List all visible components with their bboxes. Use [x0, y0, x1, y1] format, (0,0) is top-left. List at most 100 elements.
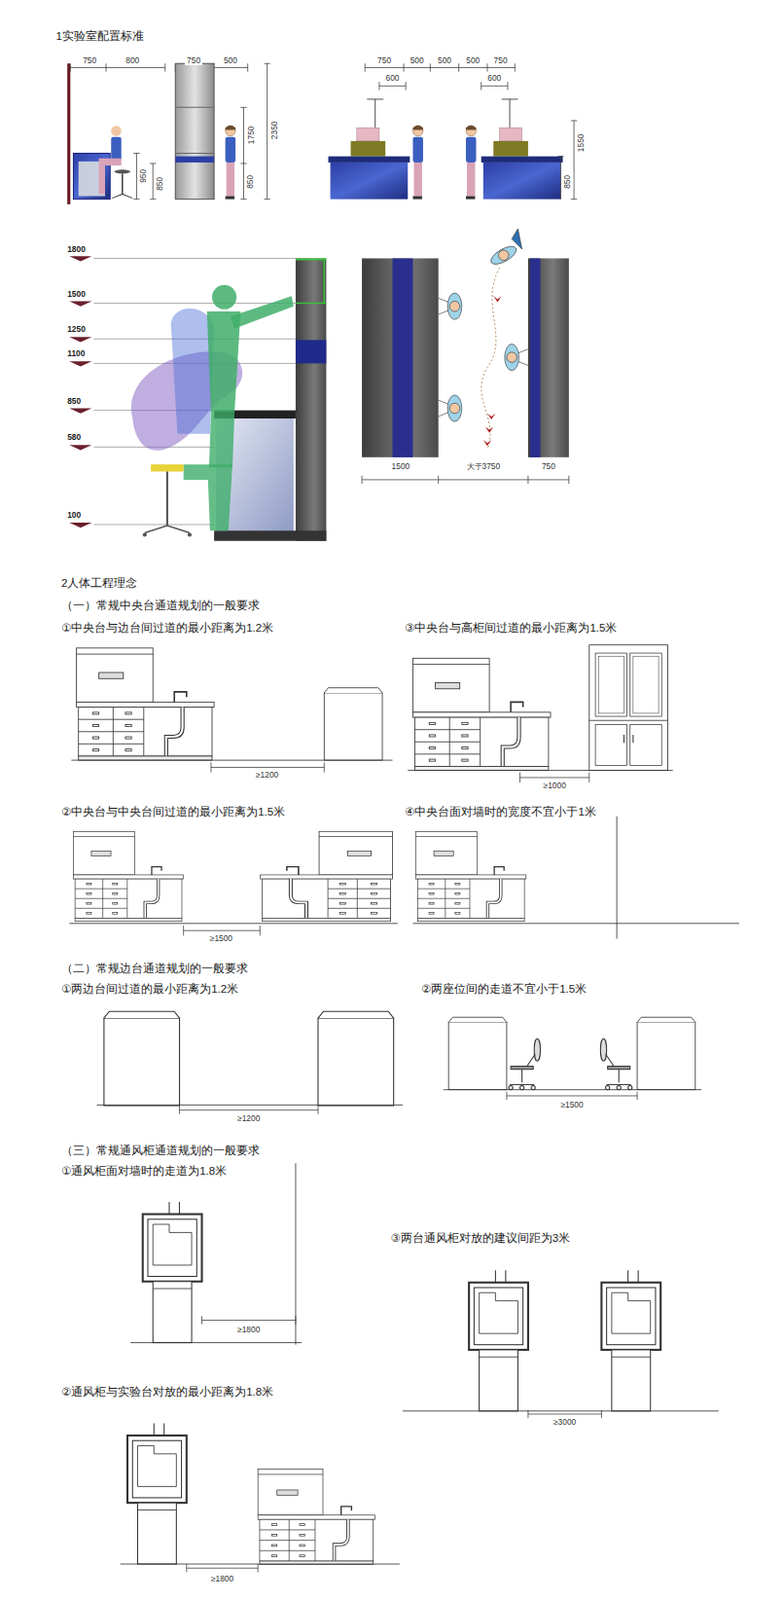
section-title: 2人体工程理念 [61, 576, 138, 590]
tall-cabinet-figure-part [175, 156, 214, 163]
height-ergonomics-part-part [69, 522, 92, 528]
aisle-plan-part [483, 295, 502, 446]
requirement-heading: ①中央台与边台间过道的最小距离为1.2米 [61, 621, 274, 635]
dimension-label: 850 [563, 173, 573, 191]
aisle-plan-part [392, 257, 414, 457]
aisle-plan-part-part [483, 439, 492, 446]
dimension-label: ≥1200 [253, 770, 281, 781]
aisle-plan-part-part [493, 295, 501, 302]
height-ergonomics-part [144, 525, 190, 533]
central-bench-figure-part [481, 156, 564, 163]
requirement-heading: ④中央台面对墙时的宽度不宜小于1米 [404, 805, 597, 819]
central-to-tall-cabinet-part [630, 723, 662, 765]
dimension-label: 500 [221, 56, 240, 67]
side-to-side-bench [97, 1010, 403, 1114]
section-heading: （二）常规边台通道规划的一般要求 [61, 962, 249, 975]
hood-to-hood-part [468, 1269, 529, 1411]
central-to-tall-cabinet-part [598, 655, 624, 713]
central-bench-figure-part [509, 99, 511, 128]
central-to-tall-cabinet-part [623, 734, 625, 743]
central-bench-figure-part [330, 162, 409, 200]
central-bench-figure-part [483, 162, 562, 200]
requirement-heading: ①通风柜面对墙时的走道为1.8米 [61, 1164, 227, 1177]
central-to-central-part [72, 830, 183, 921]
seat-aisle-part [448, 1016, 507, 1089]
hood-to-wall [130, 1162, 302, 1345]
hood-to-hood-part [601, 1269, 661, 1411]
hood-to-wall-part [202, 1315, 296, 1323]
central-to-side-bench-part [76, 647, 214, 760]
seat-aisle-part [600, 1037, 632, 1089]
dimension-label: 大于3750 [464, 462, 503, 472]
height-ergonomics-part-part [69, 336, 92, 342]
dimension-label: 750 [80, 56, 99, 67]
dimension-label: 800 [123, 56, 142, 67]
seated-workbench-part [121, 173, 124, 194]
seated-workbench-part [113, 169, 131, 174]
requirement-heading: ③中央台与高柜间过道的最小距离为1.5米 [404, 621, 617, 635]
aisle-plan-part-part [506, 352, 517, 362]
central-to-tall-cabinet-part [630, 652, 662, 716]
aisle-plan-part-part [517, 349, 528, 366]
hood-to-bench-part [120, 1563, 400, 1565]
central-bench-figure-part [374, 99, 376, 128]
central-to-tall-cabinet-part [589, 644, 669, 771]
dimension-label: ≥1500 [558, 1100, 585, 1110]
height-ergonomics-part-part [69, 444, 92, 450]
seated-workbench-part [67, 63, 71, 205]
central-to-tall-cabinet-part [589, 719, 669, 721]
aisle-plan-part-part [487, 413, 496, 420]
central-to-tall-cabinet-part [632, 734, 634, 743]
central-to-tall-cabinet [407, 644, 674, 783]
height-mark: 850 [67, 396, 81, 407]
height-mark: 100 [67, 510, 81, 521]
dimension-label: 1500 [390, 462, 413, 472]
height-ergonomics-part [166, 471, 169, 527]
height-ergonomics-part [183, 463, 233, 531]
dimension-label: 750 [184, 56, 203, 67]
seated-workbench [67, 63, 166, 205]
requirement-heading: ②中央台与中央台间过道的最小距离为1.5米 [61, 805, 286, 819]
hood-to-bench-part [127, 1422, 187, 1564]
section-title: 1实验室配置标准 [56, 30, 144, 43]
aisle-plan-part-part [438, 297, 449, 315]
central-to-wall [412, 816, 739, 939]
height-mark: 1250 [67, 324, 86, 335]
side-to-side-bench-part [104, 1010, 180, 1105]
central-bench-figure-part [499, 127, 523, 142]
section-heading: （一）常规中央台通道规划的一般要求 [61, 599, 260, 612]
central-to-tall-cabinet-part [595, 652, 627, 716]
height-ergonomics-part [323, 257, 326, 303]
dimension-label: 500 [408, 56, 427, 67]
aisle-plan-part-part [449, 402, 460, 413]
requirement-heading: ②两座位间的走道不宜小于1.5米 [421, 982, 587, 996]
hood-to-bench [120, 1422, 400, 1571]
height-ergonomics [69, 255, 326, 540]
central-bench-figure-part [379, 81, 508, 90]
central-bench-figure-part [493, 141, 529, 157]
dimension-label: 600 [384, 73, 402, 84]
height-ergonomics-part [142, 532, 147, 536]
height-mark: 1800 [67, 245, 86, 255]
side-to-side-bench-part [318, 1010, 394, 1105]
central-to-wall-part [416, 830, 527, 921]
dimension-label: ≥1500 [208, 933, 235, 944]
seat-aisle-part [506, 1091, 638, 1100]
dimension-label: 600 [485, 73, 503, 84]
central-to-tall-cabinet-part [633, 655, 659, 713]
hood-to-bench-part [257, 1468, 375, 1565]
hood-to-hood-part [402, 1409, 719, 1411]
aisle-plan-part-part [498, 249, 509, 260]
seated-workbench-part [78, 161, 106, 197]
height-ergonomics-part [295, 302, 326, 305]
seat-aisle [443, 1016, 702, 1100]
dimension-label: 950 [139, 166, 149, 184]
height-ergonomics-part [295, 257, 326, 260]
seated-workbench-part [110, 137, 121, 161]
central-bench-figure-part [351, 141, 387, 157]
seated-workbench-part [111, 193, 133, 198]
height-mark: 1100 [67, 349, 85, 359]
height-ergonomics-part-part [69, 300, 92, 306]
height-ergonomics-part-part [93, 302, 296, 304]
central-to-tall-cabinet-part [407, 769, 674, 771]
